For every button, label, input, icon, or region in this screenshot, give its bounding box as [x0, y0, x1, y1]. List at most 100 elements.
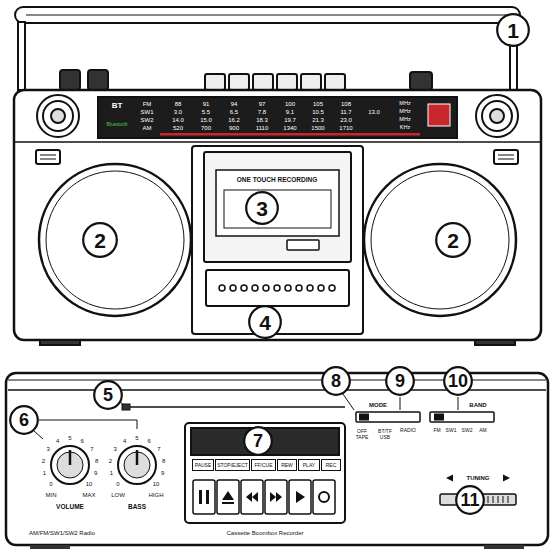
callout-circle — [386, 367, 414, 395]
callout-number: 5 — [93, 380, 123, 410]
door-label: ONE TOUCH RECORDING — [237, 177, 317, 184]
frequency-number: 14.0 — [172, 117, 184, 123]
frequency-number: 94 — [231, 101, 238, 107]
callout-number: 2 — [447, 230, 459, 251]
band-label: FM — [143, 101, 152, 107]
frequency-number: 21.3 — [312, 117, 324, 123]
callout-number: 1 — [507, 20, 519, 41]
frequency-number: 13.0 — [368, 109, 380, 115]
callout-number: 1 — [496, 13, 530, 47]
frequency-number: 97 — [259, 101, 266, 107]
callout-circle — [456, 486, 484, 514]
frequency-number: 23.0 — [340, 117, 352, 123]
button-label: FF/CUE — [251, 459, 276, 471]
callout-number: 10 — [443, 366, 473, 396]
part-label: VOLUME — [56, 504, 84, 511]
part-label: SW2 — [462, 428, 473, 433]
dial-number: 9 — [161, 470, 164, 476]
unit-label: KHz — [400, 125, 410, 131]
part-label: OFF TAPE — [354, 429, 370, 440]
dial-number: 4 — [123, 438, 126, 444]
frequency-number: 100 — [285, 101, 295, 107]
frequency-number: 15.0 — [200, 117, 212, 123]
frequency-number: 700 — [201, 125, 211, 131]
frequency-number: 19.7 — [284, 117, 296, 123]
dial-number: 7 — [157, 446, 160, 452]
frequency-number: 18.3 — [256, 117, 268, 123]
callout-circle — [10, 406, 38, 434]
dial-number: 1 — [43, 470, 46, 476]
button-label: FF/CUE — [254, 463, 272, 468]
dial-number: 0 — [49, 481, 52, 487]
unit-label: MHz — [399, 117, 410, 123]
part-label: TUNING — [467, 475, 490, 481]
dial-number: 10 — [153, 481, 160, 487]
frequency-number: 88 — [175, 101, 182, 107]
callout-number: 3 — [256, 198, 268, 219]
frequency-number: 1110 — [256, 125, 268, 131]
dial-number: 6 — [148, 438, 151, 444]
frequency-number: 16.2 — [228, 117, 240, 123]
frequency-number: 91 — [203, 101, 210, 107]
callout-number: 10 — [448, 372, 468, 390]
callout-number: 7 — [253, 432, 263, 450]
callout-circle — [436, 223, 470, 257]
frequency-number: 9.1 — [286, 109, 294, 115]
button-label: PAUSE — [192, 459, 214, 471]
button-label: REW — [277, 459, 297, 471]
button-label: REC — [321, 459, 341, 471]
button-label: REC — [326, 463, 337, 468]
frequency-number: 6.5 — [230, 109, 238, 115]
dial-number: 0 — [116, 481, 119, 487]
dial-number: 8 — [95, 458, 98, 464]
bluetooth-label: BT — [112, 102, 123, 110]
callout-circle — [246, 192, 278, 224]
button-label: STOP/EJECT — [215, 459, 250, 471]
part-label: HIGH — [149, 492, 164, 498]
callout-number: 4 — [248, 305, 282, 339]
dial-number: 3 — [46, 446, 49, 452]
part-label: AM — [479, 428, 487, 433]
frequency-number: 11.7 — [340, 109, 351, 115]
part-label: MODE — [369, 402, 387, 408]
unit-label: MHz — [399, 109, 410, 115]
callout-number: 11 — [460, 491, 479, 509]
dial-number: 9 — [94, 470, 97, 476]
bluetooth-label: Bluetooth — [106, 122, 127, 127]
dial-number: 2 — [109, 458, 112, 464]
dial-number: 5 — [135, 435, 138, 441]
callout-circle — [83, 223, 117, 257]
dial-number: 5 — [68, 435, 71, 441]
button-label: REW — [281, 463, 293, 468]
part-label: BAND — [469, 402, 486, 408]
part-label: Cassette Boombox Recorder — [226, 530, 303, 536]
part-label: LOW — [111, 492, 125, 498]
unit-label: MHz — [399, 101, 410, 107]
band-label: SW1 — [140, 109, 153, 115]
frequency-number: 7.8 — [258, 109, 266, 115]
dial-number: 1 — [110, 470, 113, 476]
frequency-number: 5.5 — [202, 109, 210, 115]
callout-circle — [322, 367, 350, 395]
part-label: SW1 — [446, 428, 457, 433]
callout-number: 2 — [82, 222, 118, 258]
callout-circle — [244, 427, 272, 455]
callout-number: 9 — [395, 372, 405, 390]
part-label: BASS — [128, 504, 146, 511]
part-label: MIN — [46, 492, 57, 498]
part-label: FM — [433, 428, 440, 433]
dial-number: 7 — [90, 446, 93, 452]
callout-circle — [249, 306, 281, 338]
callout-number: 2 — [435, 222, 471, 258]
callout-number: 11 — [455, 485, 485, 515]
dial-number: 3 — [113, 446, 116, 452]
callout-number: 6 — [9, 405, 39, 435]
frequency-number: 1710 — [339, 125, 352, 131]
callout-number: 9 — [385, 366, 415, 396]
frequency-number: 105 — [313, 101, 323, 107]
part-label: RADIO — [400, 428, 416, 433]
part-label: AM/FM/SW1/SW2 Radio — [29, 530, 95, 536]
callout-number: 6 — [19, 411, 29, 429]
dial-number: 6 — [81, 438, 84, 444]
band-label: AM — [143, 125, 152, 131]
